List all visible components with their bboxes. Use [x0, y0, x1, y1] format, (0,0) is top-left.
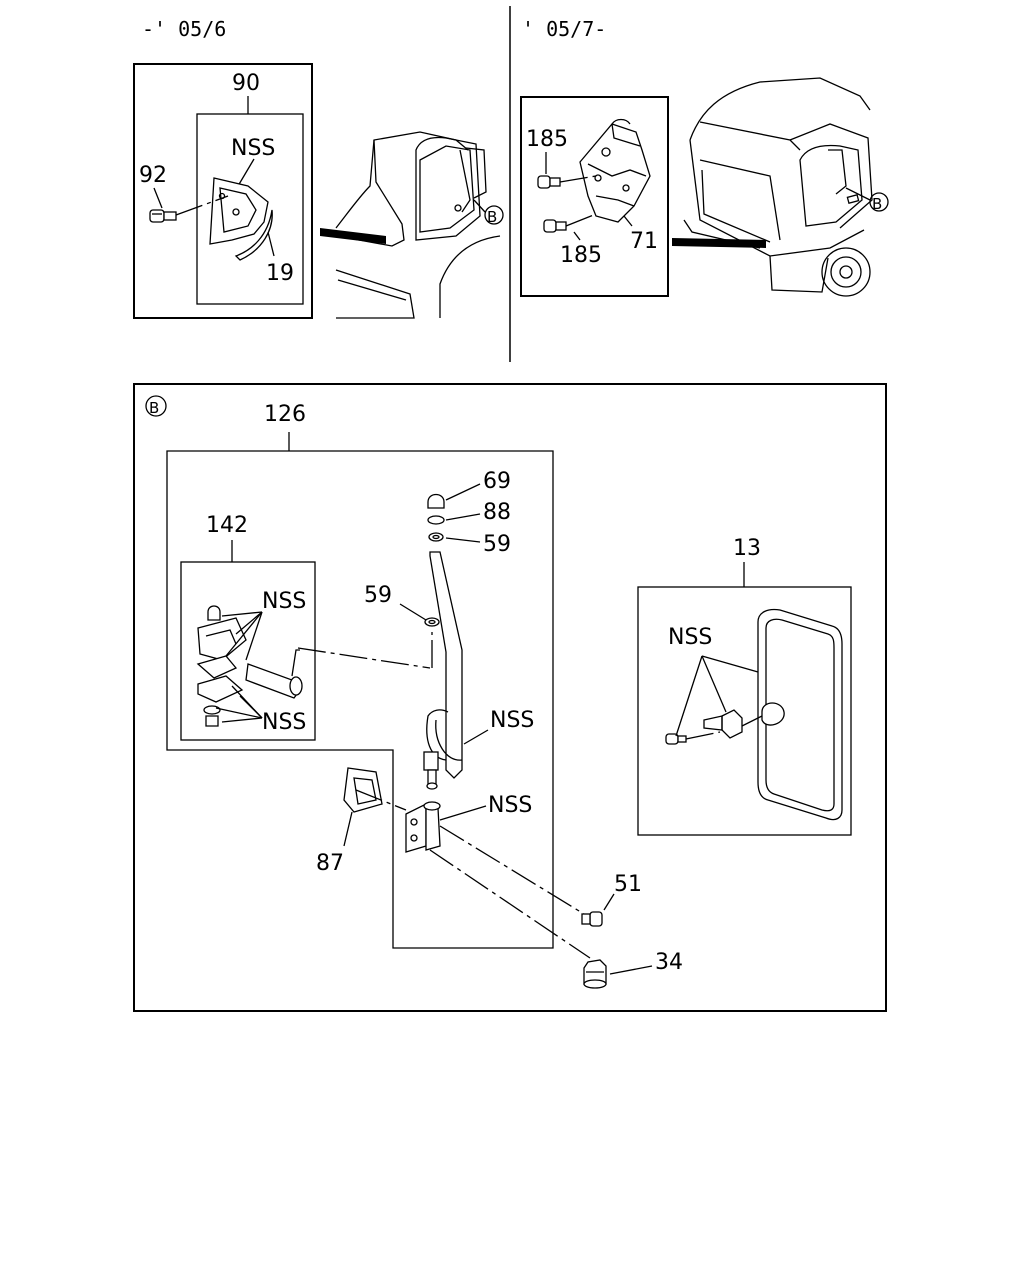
bolt-icon	[543, 219, 567, 233]
nss-label-hinge: NSS	[488, 793, 532, 818]
bolt-icon	[581, 911, 603, 927]
part-label-88: 88	[483, 500, 511, 525]
callout-b-new: B	[872, 195, 882, 213]
truck-cab-new-icon: B	[672, 77, 889, 297]
part-label-34: 34	[655, 950, 683, 975]
right-mount-panel: 185 185 71	[520, 96, 669, 297]
left-detail-frame	[133, 63, 313, 319]
part-label-19: 19	[266, 261, 294, 286]
nss-label-142-top: NSS	[262, 589, 306, 614]
period-header-right: ' 05/7-	[522, 17, 606, 41]
washer-icon	[428, 532, 444, 542]
arm-bracket-assembly-icon	[196, 605, 303, 727]
kit-126-frame	[166, 450, 554, 949]
mirror-head-icon	[665, 608, 843, 821]
detail-b-frame	[133, 383, 887, 1012]
part-label-87: 87	[316, 851, 344, 876]
part-label-69: 69	[483, 469, 511, 494]
part-label-185-bottom: 185	[560, 243, 602, 268]
cover-cap-icon	[583, 959, 607, 989]
cap-nut-icon	[427, 493, 445, 509]
part-label-92: 92	[139, 163, 167, 188]
part-label-142: 142	[206, 513, 248, 538]
kit-90-frame	[196, 113, 304, 305]
seal-strip-icon	[234, 209, 273, 261]
base-hinge-icon	[405, 801, 441, 853]
part-label-59-mid: 59	[364, 583, 392, 608]
nss-label-stay: NSS	[490, 708, 534, 733]
truck-cab-old-icon: B	[320, 131, 504, 319]
left-mount-panel: 90 NSS 19 92	[133, 63, 313, 319]
part-label-13: 13	[733, 536, 761, 561]
washer-icon	[424, 617, 440, 627]
part-label-185-top: 185	[526, 127, 568, 152]
gasket-icon	[343, 767, 383, 813]
bolt-icon	[537, 175, 561, 189]
part-label-51: 51	[614, 872, 642, 897]
nss-label-90: NSS	[231, 136, 275, 161]
part-label-126: 126	[264, 402, 306, 427]
part-label-71: 71	[630, 229, 658, 254]
detail-b-marker-letter: B	[149, 399, 159, 417]
washer-icon	[427, 515, 445, 525]
nss-label-mirror: NSS	[668, 625, 712, 650]
detail-b-marker	[145, 395, 167, 417]
right-detail-frame	[520, 96, 669, 297]
bolt-icon	[149, 209, 177, 223]
nss-label-142-bottom: NSS	[262, 710, 306, 735]
callout-b-old: B	[487, 208, 497, 226]
part-label-90: 90	[232, 71, 260, 96]
period-header-left: -' 05/6	[142, 17, 226, 41]
part-label-59-top: 59	[483, 532, 511, 557]
bracket-plate-icon	[209, 177, 269, 245]
mount-bracket-icon	[579, 118, 651, 223]
mirror-stay-icon	[423, 551, 463, 790]
